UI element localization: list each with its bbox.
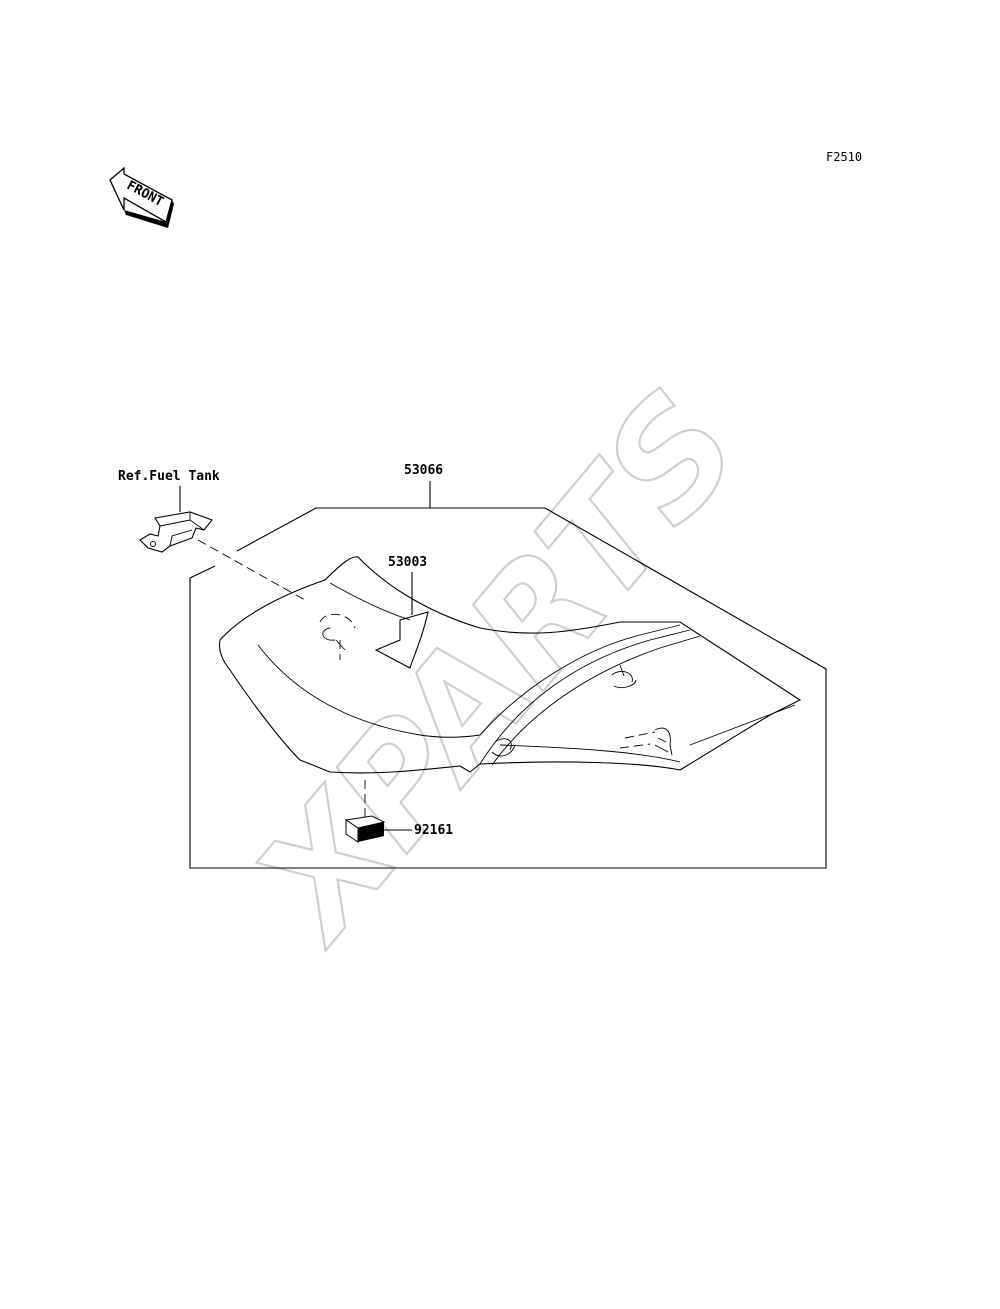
assembly-outline	[189, 507, 827, 869]
seat	[218, 556, 802, 774]
front-arrow-icon: FRONT	[109, 166, 174, 228]
watermark: XPARTS	[218, 360, 775, 976]
callout-53003: 53003	[388, 555, 427, 570]
seat-cover-piece	[374, 611, 429, 669]
callout-ref-fuel-tank: Ref.Fuel Tank	[118, 469, 220, 484]
callout-53066: 53066	[404, 463, 443, 478]
damper-block	[344, 815, 386, 843]
dash-bracket-to-seat	[197, 539, 306, 601]
fuel-tank-bracket	[139, 511, 213, 553]
watermark-text: XPARTS	[219, 361, 773, 975]
diagram-code: F2510	[826, 150, 862, 164]
callout-92161: 92161	[414, 823, 453, 838]
